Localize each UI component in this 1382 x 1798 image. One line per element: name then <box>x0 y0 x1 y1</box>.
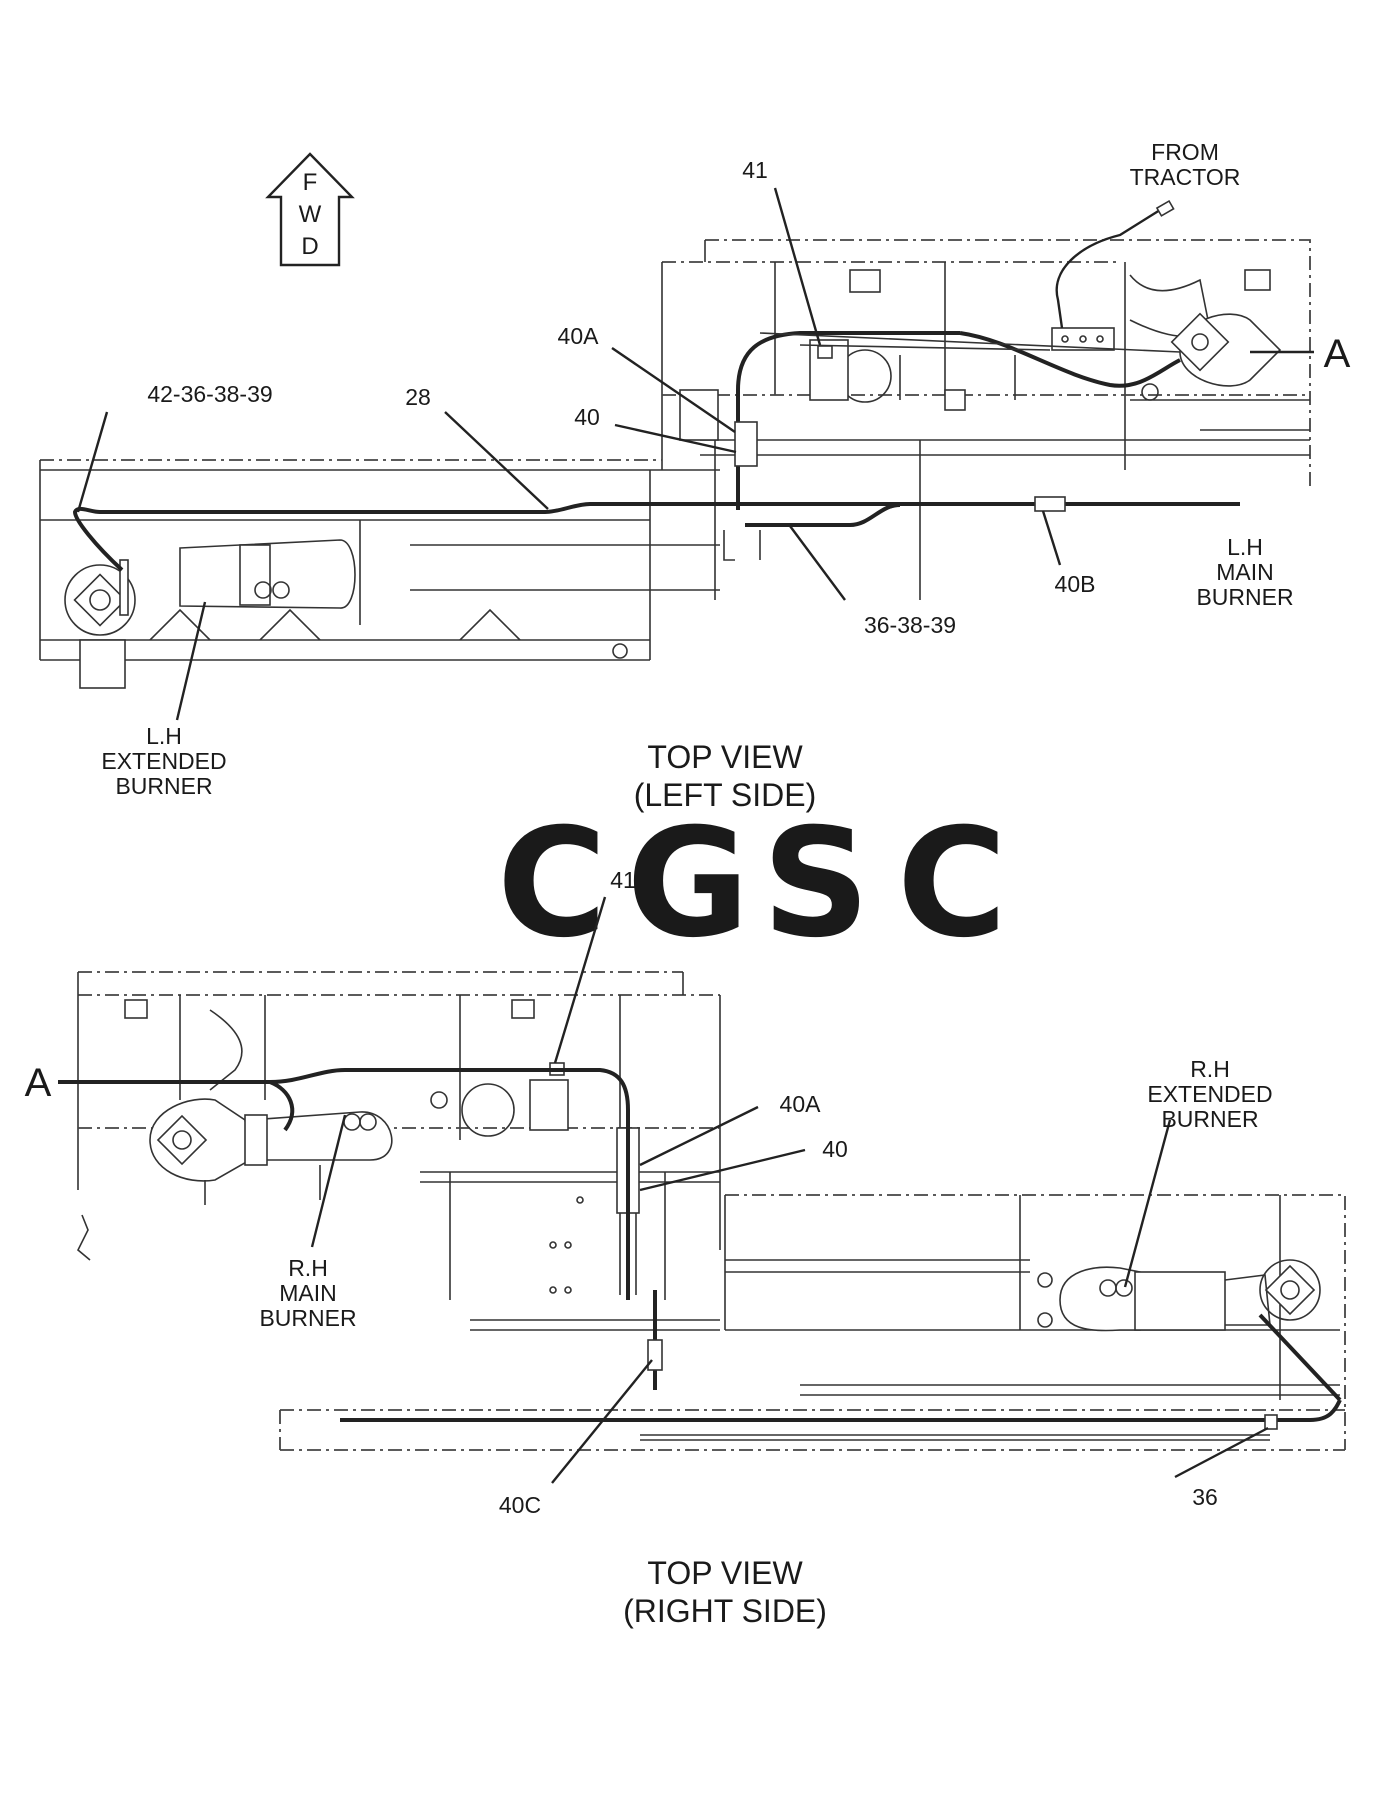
label-lh-extended-burner-2: EXTENDED <box>101 748 226 774</box>
callout-41-bottom: 41 <box>610 867 636 893</box>
label-rh-extended-burner-2: EXTENDED <box>1147 1081 1272 1107</box>
callout-40-top: 40 <box>574 404 600 430</box>
lh-fitting-40b <box>1034 496 1066 512</box>
label-rh-main-burner-1: R.H <box>288 1255 328 1281</box>
top-view-right-caption-2: (RIGHT SIDE) <box>623 1593 827 1629</box>
top-view-right-side: 41 40A 40 40C 36 A R.H MAIN BURNER R.H E… <box>25 867 1346 1629</box>
fwd-letter-d: D <box>301 233 318 260</box>
cgsc-watermark-logo: C G S C <box>497 797 1007 971</box>
forward-arrow-icon: F W D <box>265 152 355 267</box>
top-view-left-caption-1: TOP VIEW <box>647 739 803 775</box>
lh-extended-burner <box>64 539 356 636</box>
top-view-right-caption-1: TOP VIEW <box>647 1555 803 1591</box>
watermark-letter-4: C <box>897 797 1007 971</box>
label-lh-main-burner-3: BURNER <box>1196 584 1293 610</box>
callout-40-bottom: 40 <box>822 1136 848 1162</box>
callout-40a-bottom: 40A <box>780 1091 822 1117</box>
fwd-letter-w: W <box>299 201 322 228</box>
label-rh-main-burner-2: MAIN <box>279 1280 337 1306</box>
top-view-left-side: 41 40A 40 42-36-38-39 28 36-38-39 40B FR… <box>39 139 1351 813</box>
callout-42-36-38-39: 42-36-38-39 <box>147 381 272 407</box>
label-lh-extended-burner-3: BURNER <box>115 773 212 799</box>
label-rh-extended-burner-1: R.H <box>1190 1056 1230 1082</box>
label-from-tractor-2: TRACTOR <box>1130 164 1241 190</box>
top-view-left-caption-2: (LEFT SIDE) <box>634 777 817 813</box>
section-marker-a-top: A <box>1324 332 1351 376</box>
rh-main-burner <box>149 1098 393 1205</box>
callout-41-top: 41 <box>742 157 768 183</box>
rh-fitting-36 <box>1264 1414 1278 1430</box>
label-rh-extended-burner-3: BURNER <box>1161 1106 1258 1132</box>
callout-40a-top: 40A <box>558 323 600 349</box>
callout-40b: 40B <box>1055 571 1096 597</box>
lh-main-burner <box>1130 312 1310 431</box>
watermark-letter-2: G <box>626 797 749 971</box>
rh-extended-burner <box>1037 1259 1321 1332</box>
section-marker-a-bottom: A <box>25 1061 52 1105</box>
label-rh-main-burner-3: BURNER <box>259 1305 356 1331</box>
label-from-tractor-1: FROM <box>1151 139 1219 165</box>
callout-28: 28 <box>405 384 431 410</box>
callout-36-38-39: 36-38-39 <box>864 612 956 638</box>
rh-fitting-40c <box>647 1339 663 1371</box>
fwd-letter-f: F <box>303 169 318 196</box>
label-lh-main-burner-1: L.H <box>1227 534 1263 560</box>
watermark-letter-3: S <box>762 797 870 971</box>
lh-valve-40a <box>734 421 758 467</box>
label-lh-main-burner-2: MAIN <box>1216 559 1274 585</box>
callout-40c: 40C <box>499 1492 541 1518</box>
callout-36: 36 <box>1192 1484 1218 1510</box>
watermark-letter-1: C <box>497 797 607 971</box>
lh-clip-41 <box>817 345 833 359</box>
label-lh-extended-burner-1: L.H <box>146 723 182 749</box>
